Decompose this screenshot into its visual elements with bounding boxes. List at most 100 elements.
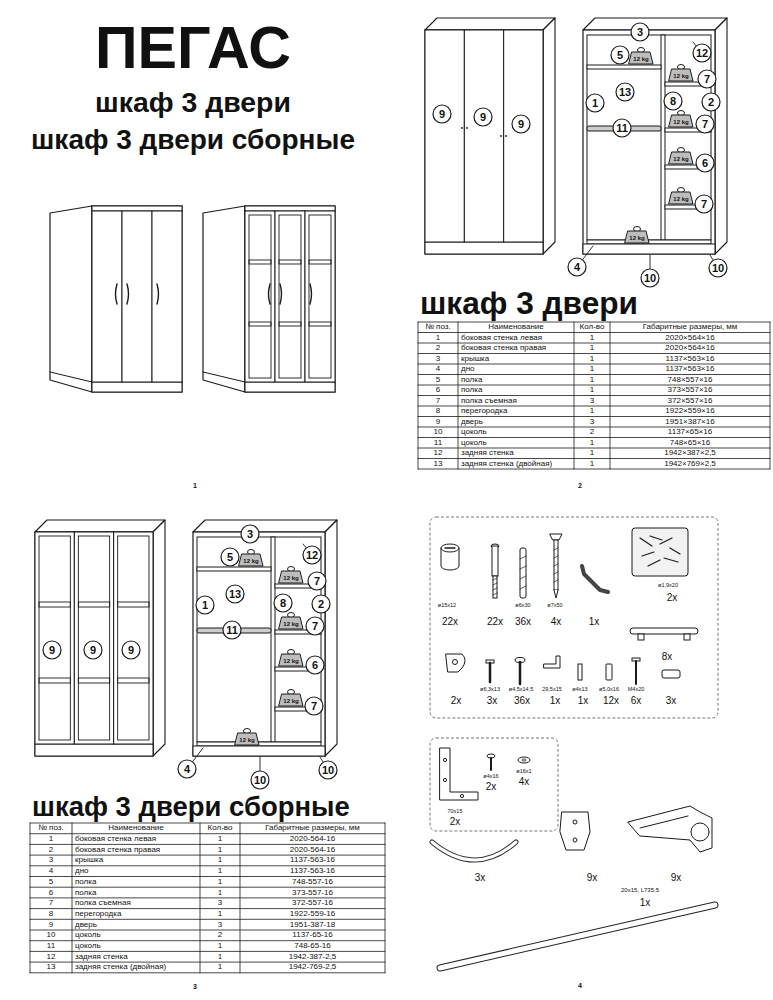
table-cell: дно bbox=[461, 365, 475, 373]
table-rule bbox=[200, 823, 201, 973]
callout-circle bbox=[196, 596, 214, 614]
table-rule bbox=[610, 322, 611, 469]
table-header: Наименование bbox=[488, 323, 543, 331]
table-cell: 2020-564-16 bbox=[290, 846, 335, 854]
title: ПЕГАС bbox=[95, 18, 291, 77]
thread bbox=[493, 578, 497, 580]
table-cell: 10 bbox=[434, 428, 443, 436]
callout-circle bbox=[616, 83, 634, 101]
callout-circle bbox=[43, 641, 61, 659]
callout-number: 7 bbox=[312, 621, 318, 632]
quantity-label: 2x bbox=[451, 696, 462, 706]
weight-icon bbox=[625, 231, 649, 243]
table-cell: цоколь bbox=[75, 931, 101, 939]
door-frame bbox=[249, 215, 271, 378]
plinth bbox=[425, 242, 543, 254]
bracket-hole bbox=[443, 758, 446, 761]
quantity-label: 1x bbox=[589, 617, 600, 627]
hanging-rod bbox=[440, 905, 715, 968]
callout-number: 7 bbox=[311, 701, 317, 712]
door-rail bbox=[309, 260, 331, 264]
weight-icon bbox=[279, 617, 303, 629]
bracket-hole bbox=[443, 778, 446, 781]
table-cell: 1137-563-16 bbox=[290, 867, 335, 875]
door-rail bbox=[118, 678, 149, 683]
dimension-label: ø1,9x20 bbox=[658, 583, 678, 589]
callout-circle bbox=[306, 617, 324, 635]
hardware-figure bbox=[430, 517, 718, 968]
callout-circle bbox=[696, 154, 714, 172]
callout-circle bbox=[178, 760, 196, 778]
quantity-label: 1x bbox=[640, 898, 651, 908]
table-cell: дверь bbox=[75, 921, 97, 929]
table-cell: 10 bbox=[47, 931, 56, 939]
callout-circle bbox=[474, 108, 492, 126]
washer-hole bbox=[522, 759, 526, 761]
callout-circle bbox=[695, 195, 713, 213]
callout-number: 1 bbox=[202, 600, 208, 611]
weight-icon bbox=[669, 115, 693, 127]
dimension-label: M4x20 bbox=[628, 687, 645, 693]
table-cell: перегородка bbox=[461, 407, 507, 415]
screw-tip bbox=[554, 590, 558, 598]
quantity-label: 3x bbox=[487, 696, 498, 706]
weight-label: 12 kg bbox=[673, 156, 688, 162]
table-cell: 1137-65-16 bbox=[292, 931, 332, 939]
nail bbox=[642, 552, 654, 556]
weight-icon bbox=[235, 733, 259, 745]
callout-number: 7 bbox=[704, 74, 710, 85]
table-cell: 9 bbox=[436, 418, 440, 426]
callout-number: 10 bbox=[644, 273, 656, 284]
hex-key bbox=[582, 566, 608, 592]
table-cell: 3 bbox=[218, 921, 222, 929]
weight-icon bbox=[669, 192, 693, 204]
callout-circle bbox=[308, 572, 326, 590]
quantity-label: 3x bbox=[475, 873, 486, 883]
door bbox=[305, 211, 335, 382]
weight-label: 12 kg bbox=[243, 558, 258, 564]
dimension-label: ø6x30 bbox=[515, 603, 530, 609]
table-rule bbox=[30, 833, 385, 834]
table-cell: 11 bbox=[434, 439, 442, 447]
handle-hole bbox=[466, 127, 468, 129]
cabinet-front bbox=[92, 206, 182, 392]
cabinet-top bbox=[245, 206, 335, 211]
hanging-rod bbox=[440, 905, 715, 968]
back-panel bbox=[587, 35, 711, 240]
callout-number: 2 bbox=[318, 599, 324, 610]
thread bbox=[554, 556, 558, 558]
nail bbox=[640, 538, 652, 546]
door-handle bbox=[310, 284, 312, 304]
callout-number: 12 bbox=[306, 550, 318, 561]
table-cell: полка bbox=[461, 376, 482, 384]
table-rule bbox=[30, 897, 385, 898]
weight-label: 12 kg bbox=[673, 119, 688, 125]
curved-support bbox=[432, 842, 516, 860]
table-cell: цоколь bbox=[461, 439, 487, 447]
table-cell: полка bbox=[461, 386, 482, 394]
screw-head bbox=[550, 534, 562, 540]
callout-circle bbox=[702, 93, 720, 111]
callout-circle bbox=[221, 548, 239, 566]
table-cell: 2020×564×16 bbox=[665, 344, 714, 352]
callout-number: 11 bbox=[226, 625, 238, 636]
table-cell: 12 bbox=[47, 953, 56, 961]
table-rule bbox=[30, 951, 385, 952]
table-rule bbox=[240, 823, 241, 973]
dimension-label: ø15x12 bbox=[438, 603, 456, 609]
door-rail bbox=[249, 260, 271, 264]
table-cell: задняя стенка (двойная) bbox=[461, 460, 552, 468]
page-number: 4 bbox=[578, 982, 582, 989]
table-cell: полка съемная bbox=[461, 397, 517, 405]
table-cell: 1 bbox=[590, 365, 594, 373]
callout-circle bbox=[312, 595, 330, 613]
table-cell: 1 bbox=[218, 878, 222, 886]
quantity-label: 9x bbox=[587, 873, 598, 883]
weight-icon bbox=[279, 571, 303, 583]
weight-label: 12 kg bbox=[673, 196, 688, 202]
plinth-edge bbox=[50, 372, 92, 382]
callout-number: 9 bbox=[49, 645, 55, 656]
nail bbox=[670, 548, 680, 554]
door-handle bbox=[157, 284, 159, 304]
quantity-label: 2x bbox=[486, 782, 497, 792]
